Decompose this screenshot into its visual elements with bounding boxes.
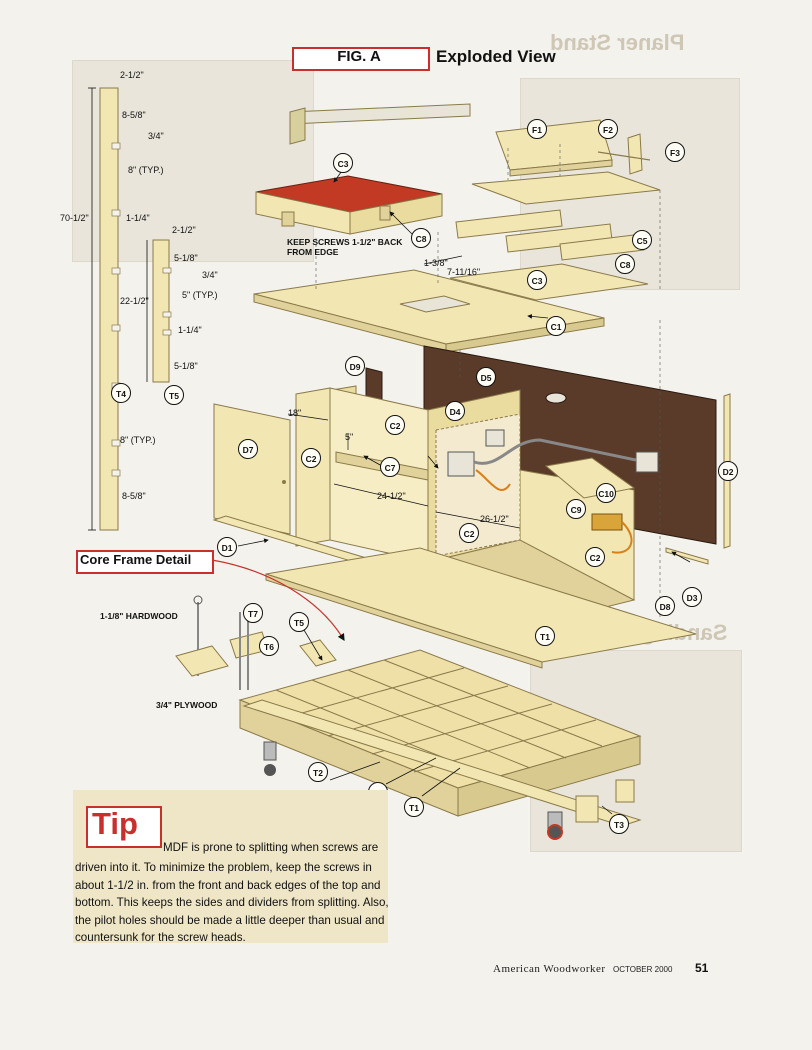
- callout-d4: D4: [445, 401, 465, 421]
- dim-t4-a: 8-5/8": [122, 110, 146, 120]
- callout-t6: T6: [259, 636, 279, 656]
- dim-t5-e: 5-1/8": [174, 361, 198, 371]
- dim-t5-total: 22-1/2": [120, 296, 149, 306]
- core-detail-label: Core Frame Detail: [80, 552, 192, 567]
- callout-d7: D7: [238, 439, 258, 459]
- callout-d8: D8: [655, 596, 675, 616]
- dim-cabinet-18: 18": [288, 408, 302, 418]
- dim-t4-e: 8" (TYP.): [120, 435, 156, 445]
- electrical-boxes: [447, 429, 659, 554]
- callout-c7: C7: [380, 457, 400, 477]
- callout-d9: D9: [345, 356, 365, 376]
- dim-cabinet-26: 26-1/2": [480, 514, 509, 524]
- callout-d5: D5: [476, 367, 496, 387]
- fence-rail: [289, 103, 471, 145]
- leader-lines: [237, 167, 691, 815]
- callout-c2-c: C2: [459, 523, 479, 543]
- callout-t2: T2: [308, 762, 328, 782]
- dim-cabinet-5: 5": [345, 432, 354, 442]
- dim-t4-f: 8-5/8": [122, 491, 146, 501]
- callout-t1-top: T1: [535, 626, 555, 646]
- callout-c2-a: C2: [385, 415, 405, 435]
- callout-c9: C9: [566, 499, 586, 519]
- dim-t5-top: 2-1/2": [172, 225, 196, 235]
- door-d7: [213, 403, 291, 535]
- callout-d3: D3: [682, 587, 702, 607]
- dim-t4-c: 8" (TYP.): [128, 165, 164, 175]
- callout-f1: F1: [527, 119, 547, 139]
- dim-t5-c: 5" (TYP.): [182, 290, 218, 300]
- dim-t4-d: 1-1/4": [126, 213, 150, 223]
- core-detail-parts: [175, 595, 269, 690]
- detail-pointer: [211, 559, 345, 642]
- drawer-rail-f1: [495, 119, 613, 177]
- dim-7-11-16: 7-11/16": [447, 267, 481, 277]
- callout-c10: C10: [596, 483, 616, 503]
- callout-c8-right: C8: [615, 254, 635, 274]
- callout-f2: F2: [598, 119, 618, 139]
- callout-t5-detail: T5: [289, 612, 309, 632]
- callout-c3-bottom: C3: [527, 270, 547, 290]
- core-strip-t4: [88, 87, 121, 531]
- drawer-side-pieces: [455, 209, 645, 261]
- callout-c3-top: C3: [333, 153, 353, 173]
- callout-c2-d: C2: [585, 547, 605, 567]
- drawer-red-top: [255, 175, 443, 235]
- tip-first-line: MDF is prone to splitting when screws ar…: [163, 841, 379, 854]
- drawer-tray-panel: [471, 171, 661, 205]
- figure-label: FIG. A: [337, 48, 381, 65]
- assembly-lines: [315, 144, 661, 620]
- dim-t5-d: 1-1/4": [178, 325, 202, 335]
- callout-d2: D2: [718, 461, 738, 481]
- dim-t4-total: 70-1/2": [60, 213, 89, 223]
- callout-c2-b: C2: [301, 448, 321, 468]
- tip-heading: Tip: [92, 806, 138, 841]
- note-plywood: 3/4" PLYWOOD: [156, 700, 218, 710]
- core-frame-grid: [238, 639, 642, 827]
- tip-body: driven into it. To minimize the problem,…: [75, 861, 389, 945]
- footer-date: OCTOBER 2000: [613, 965, 673, 974]
- dim-138: 1-3/8": [424, 258, 448, 268]
- page-number: 51: [695, 961, 709, 975]
- dim-cabinet-24: 24-1/2": [377, 491, 406, 501]
- tip-heading-box: [86, 806, 162, 848]
- callout-c5: C5: [632, 230, 652, 250]
- note-hardwood: 1-1/8" HARDWOOD: [100, 611, 178, 621]
- callout-d1: D1: [217, 537, 237, 557]
- trim-strip-d8: [665, 547, 709, 565]
- drawer-bottom-c3: [449, 263, 649, 301]
- footer-magazine: American Woodworker: [493, 963, 606, 975]
- figure-title: Exploded View: [436, 47, 556, 66]
- cabinet-bottom-t1: [265, 547, 697, 669]
- callout-c8-top: C8: [411, 228, 431, 248]
- dim-t4-top: 2-1/2": [120, 70, 144, 80]
- dim-t5-b: 3/4": [202, 270, 218, 280]
- dimension-lines: [287, 255, 521, 529]
- core-detail-box: [76, 550, 214, 574]
- callout-t1-bottom: T1: [404, 797, 424, 817]
- callout-c1: C1: [546, 316, 566, 336]
- casters: [263, 741, 635, 840]
- callout-f3: F3: [665, 142, 685, 162]
- callout-t7: T7: [243, 603, 263, 623]
- figure-label-box: [292, 47, 430, 71]
- callout-t3: T3: [609, 814, 629, 834]
- core-strip-t5: [146, 239, 172, 383]
- note-keep-screws: KEEP SCREWS 1-1/2" BACK FROM EDGE: [287, 237, 403, 257]
- callout-t4-strip: T4: [111, 383, 131, 403]
- dim-t4-b: 3/4": [148, 131, 164, 141]
- fence-block-f3: [597, 133, 651, 175]
- callout-t5-strip: T5: [164, 385, 184, 405]
- dim-t5-a: 5-1/8": [174, 253, 198, 263]
